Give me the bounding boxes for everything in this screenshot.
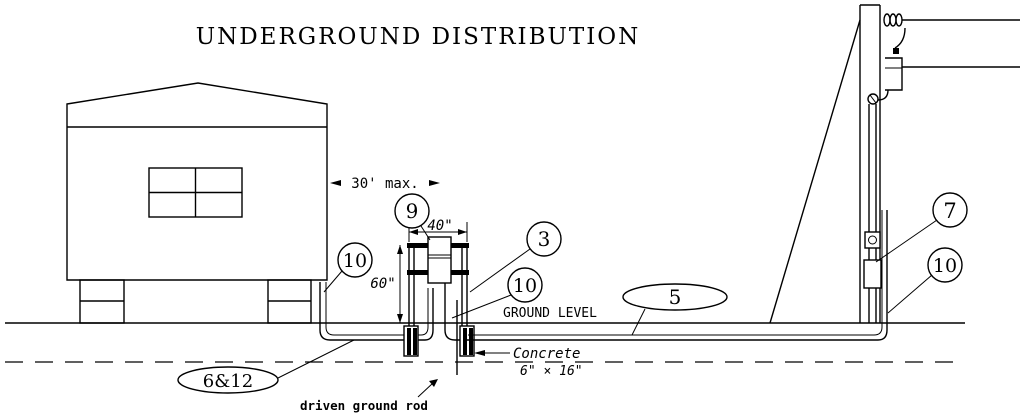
svg-text:10: 10 [513, 275, 537, 297]
service-cable-home [319, 282, 434, 341]
ground-rod-label: driven ground rod [300, 398, 428, 413]
underground-cable [465, 210, 888, 341]
insulator [883, 13, 903, 27]
svg-text:9: 9 [406, 199, 419, 223]
svg-text:7: 7 [943, 199, 956, 223]
width-dimension: 40" [408, 218, 468, 242]
callout-5: 5 [622, 283, 728, 336]
svg-text:10: 10 [343, 250, 367, 272]
meter-box [427, 236, 452, 284]
guy-wire [769, 19, 861, 324]
callout-9: 9 [394, 193, 431, 241]
svg-text:3: 3 [538, 227, 551, 251]
pole-meter-box [863, 259, 882, 289]
concrete-label: Concrete [513, 346, 580, 362]
max-distance-label: 30' max. [351, 176, 418, 192]
callout-10-left: 10 [323, 242, 373, 293]
callout-3: 3 [469, 221, 562, 293]
meter-pedestal [403, 236, 475, 375]
utility-pole [769, 4, 1020, 324]
ground-rod-annotation: driven ground rod [300, 379, 438, 413]
callout-6-12: 6&12 [177, 339, 355, 394]
diagram-title: UNDERGROUND DISTRIBUTION [196, 24, 641, 50]
width-label: 40" [427, 218, 452, 234]
max-distance-dimension: 30' max. [330, 176, 440, 192]
svg-text:10: 10 [933, 255, 957, 277]
concrete-size-label: 6" × 16" [520, 364, 583, 379]
transformer [885, 57, 903, 91]
height-label: 60" [370, 276, 395, 292]
svg-text:5: 5 [669, 285, 682, 309]
callout-10-right: 10 [887, 247, 963, 314]
mobile-home [66, 82, 328, 324]
callout-10-center: 10 [451, 267, 543, 319]
height-dimension: 60" [370, 245, 403, 323]
concrete-annotation: Concrete 6" × 16" [474, 346, 583, 379]
svg-text:6&12: 6&12 [203, 371, 253, 392]
ground-level-label: GROUND LEVEL [503, 306, 597, 321]
callout-7: 7 [875, 192, 968, 263]
